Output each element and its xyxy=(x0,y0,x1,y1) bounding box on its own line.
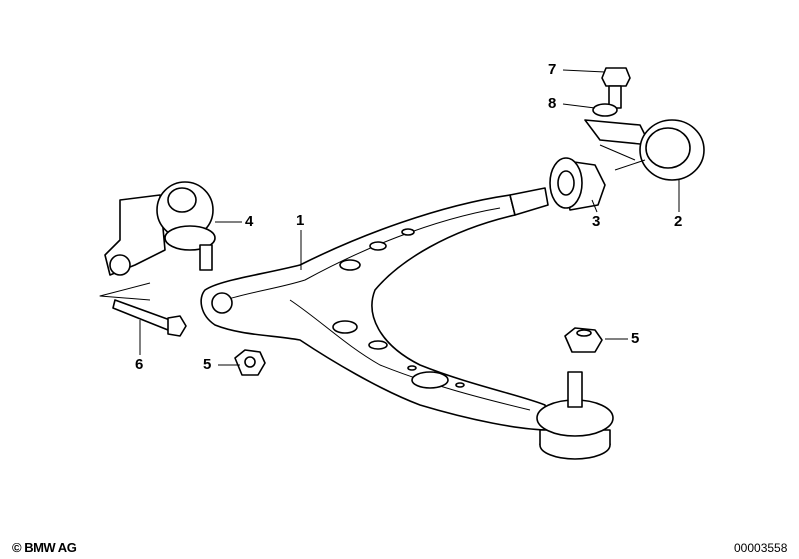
nut-part-5-right xyxy=(564,327,603,353)
callout-2: 2 xyxy=(674,213,683,230)
image-number: 00003558 xyxy=(734,541,788,555)
callout-1: 1 xyxy=(296,212,305,229)
bracket-part-2 xyxy=(584,119,705,181)
callout-3: 3 xyxy=(592,213,601,230)
callout-4: 4 xyxy=(245,213,254,230)
callout-8: 8 xyxy=(548,95,557,112)
ball-joint-part-4 xyxy=(104,181,216,276)
ball-joint-lower xyxy=(536,371,614,460)
bolt-part-7 xyxy=(601,67,631,109)
control-arm-part-1 xyxy=(200,187,551,431)
bolt-part-6 xyxy=(112,299,187,337)
nut-part-5-left xyxy=(234,349,266,376)
callout-6: 6 xyxy=(135,356,144,373)
washer-part-8 xyxy=(592,103,618,117)
bushing-part-3 xyxy=(549,157,606,211)
callout-5-left: 5 xyxy=(203,356,212,373)
copyright: © BMW AG xyxy=(12,540,77,555)
callout-7: 7 xyxy=(548,61,557,78)
callout-5-right: 5 xyxy=(631,330,640,347)
